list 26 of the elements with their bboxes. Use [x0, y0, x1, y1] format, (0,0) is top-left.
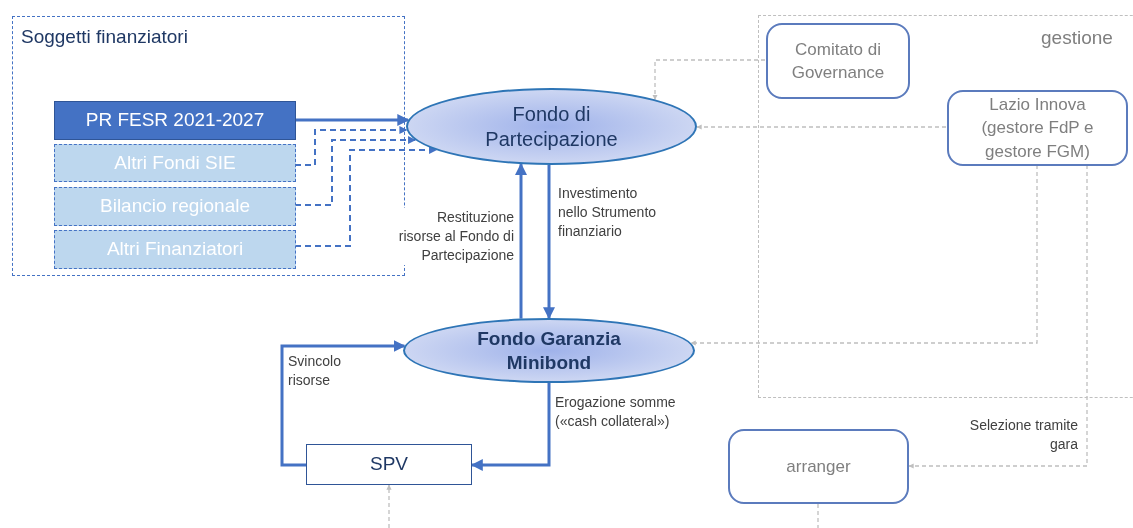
fund-box: PR FESR 2021-2027 [54, 101, 296, 140]
arrow [470, 383, 551, 471]
arrow [386, 484, 392, 528]
entity-box: arranger [728, 429, 909, 504]
entity-box: Lazio Innova (gestore FdP e gestore FGM) [947, 90, 1128, 166]
group-title: Soggetti finanziatori [21, 25, 188, 49]
fund-box: Altri Fondi SIE [54, 144, 296, 182]
edge-label: Restituzione risorse al Fondo di Partecipazione [398, 208, 514, 265]
group-title: gestione [1041, 26, 1113, 50]
arrow [696, 124, 947, 130]
arrow [294, 146, 438, 247]
arrow [652, 59, 766, 101]
fund-box: Bilancio regionale [54, 187, 296, 226]
arrow [515, 162, 527, 319]
arrow [294, 126, 408, 166]
fund-ellipse: Fondo di Partecipazione [406, 88, 697, 165]
arrow [908, 164, 1088, 469]
arrow [690, 164, 1038, 346]
entity-box: SPV [306, 444, 472, 485]
arrow [294, 136, 417, 206]
entity-box: Comitato di Governance [766, 23, 910, 99]
fund-box: Altri Finanziatori [54, 230, 296, 269]
arrow [543, 165, 555, 320]
group-frame [758, 15, 1133, 398]
fund-ellipse: Fondo Garanzia Minibond [403, 318, 695, 383]
edge-label: Selezione tramite gara [968, 416, 1078, 454]
